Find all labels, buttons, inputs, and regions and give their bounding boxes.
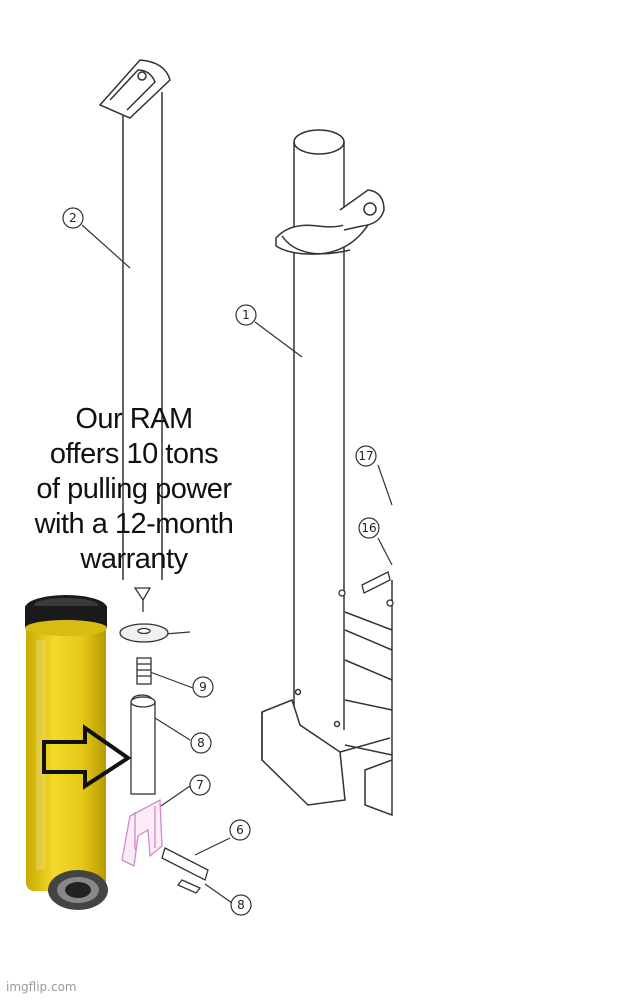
svg-text:1: 1 xyxy=(242,308,250,322)
callout-17: 17 xyxy=(355,445,377,467)
svg-text:8: 8 xyxy=(197,736,205,750)
svg-text:6: 6 xyxy=(236,823,244,837)
callout-8b: 8 xyxy=(230,894,252,916)
caption-line-5: warranty xyxy=(80,543,188,575)
tube-part-1 xyxy=(261,129,393,817)
callout-7: 7 xyxy=(189,774,211,796)
arrow-icon xyxy=(42,724,132,790)
small-parts xyxy=(119,571,394,894)
tube-part-2 xyxy=(98,59,171,580)
caption-line-2: offers 10 tons xyxy=(49,438,219,470)
callout-numbers: 2 1 17 16 9 8 7 6 8 xyxy=(62,207,380,916)
caption-line-1: Our RAM xyxy=(75,403,193,435)
svg-text:7: 7 xyxy=(196,778,204,792)
callout-16: 16 xyxy=(358,517,380,539)
svg-text:2: 2 xyxy=(69,211,77,225)
leader-lines xyxy=(81,224,393,904)
callout-6: 6 xyxy=(229,819,251,841)
caption-line-4: with a 12-month xyxy=(34,508,234,540)
callout-2: 2 xyxy=(62,207,84,229)
svg-text:9: 9 xyxy=(199,680,207,694)
callout-8a: 8 xyxy=(190,732,212,754)
svg-text:16: 16 xyxy=(361,521,376,535)
caption-text: Our RAM offers 10 tons of pulling power … xyxy=(0,402,268,577)
svg-text:8: 8 xyxy=(237,898,245,912)
yellow-ram-photo xyxy=(25,595,108,910)
callout-9: 9 xyxy=(192,676,214,698)
callout-1: 1 xyxy=(235,304,257,326)
svg-text:17: 17 xyxy=(358,449,373,463)
imgflip-watermark: imgflip.com xyxy=(6,980,77,994)
caption-line-3: of pulling power xyxy=(36,473,232,505)
